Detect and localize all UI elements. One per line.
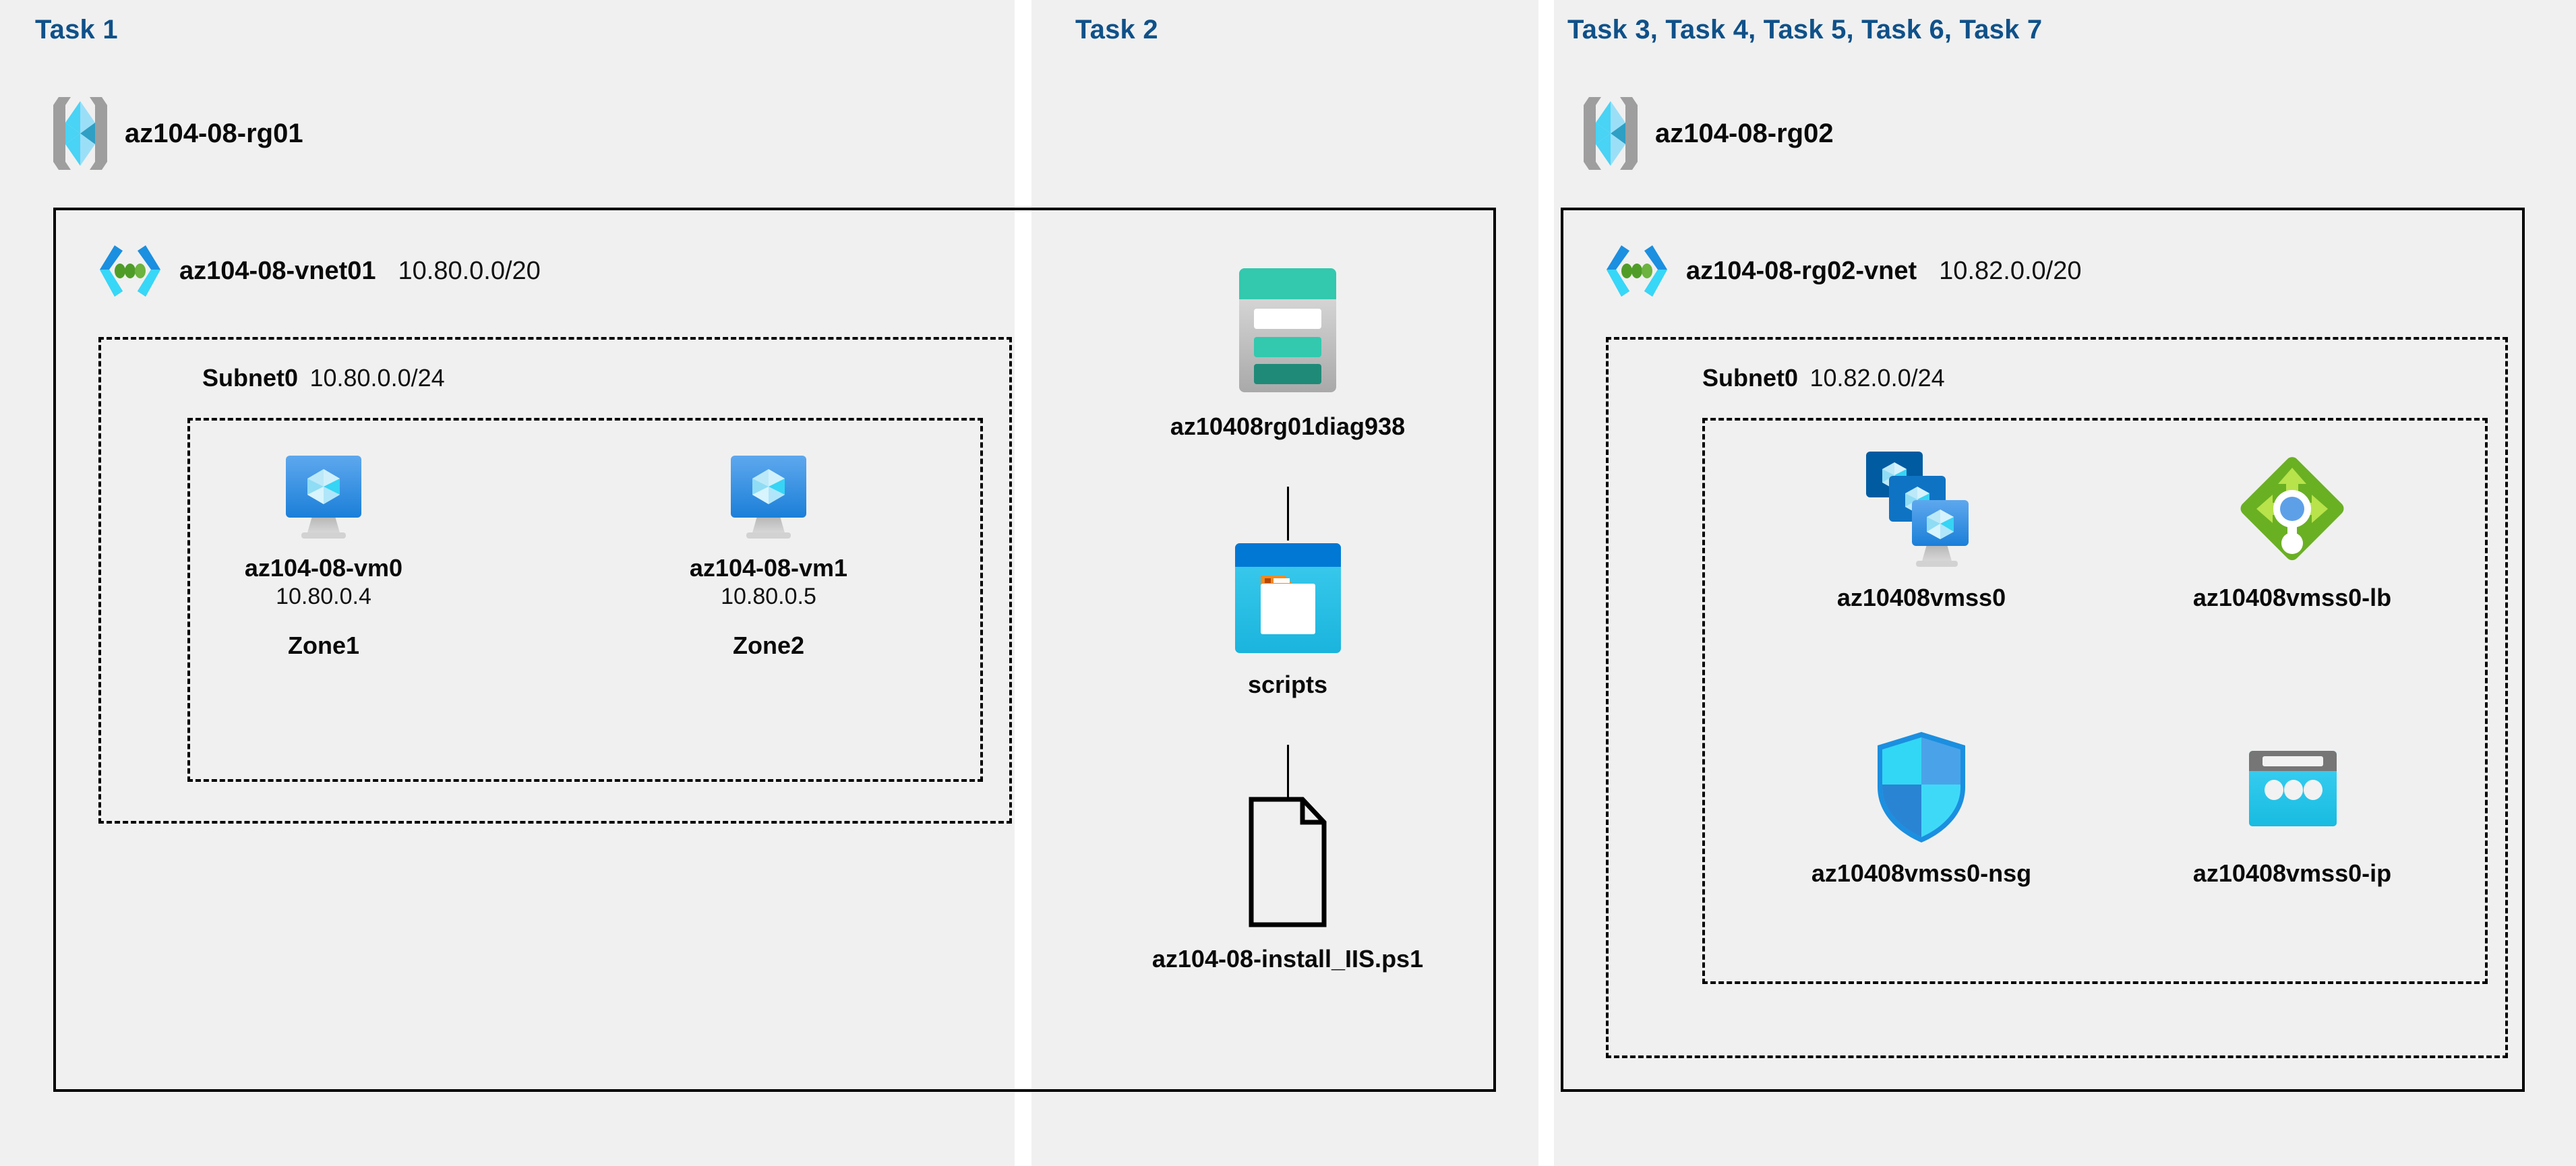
task1-vnet-cidr: 10.80.0.0/20 [398, 256, 541, 285]
task1-subnet-cidr: 10.80.0.0/24 [309, 364, 445, 392]
vm-node-1-ip: 10.80.0.5 [721, 584, 816, 610]
vm-node-1-name: az104-08-vm1 [689, 554, 848, 582]
task3-subnet-header: Subnet0 10.82.0.0/24 [1702, 364, 1945, 392]
storage-account-icon [1085, 263, 1490, 398]
nsg-node-name: az10408vmss0-nsg [1811, 859, 2032, 887]
load-balancer-node[interactable]: az10408vmss0-lb [2144, 445, 2440, 612]
blob-container-icon [1085, 539, 1490, 657]
vm-node-1-zone: Zone2 [732, 631, 804, 659]
task3-subnet-box [1606, 337, 2508, 1058]
resource-group-icon [51, 94, 110, 173]
task1-subnet-name: Subnet0 [202, 364, 299, 392]
task3-subnet-name: Subnet0 [1702, 364, 1799, 392]
load-balancer-icon [2144, 445, 2440, 573]
public-ip-node[interactable]: az10408vmss0-ip [2144, 728, 2440, 888]
vm-node-0-ip: 10.80.0.4 [276, 584, 371, 610]
task2-label: Task 2 [1075, 15, 1158, 44]
task3-vnet-name: az104-08-rg02-vnet [1686, 256, 1917, 285]
connector-container-to-file [1287, 745, 1289, 797]
task1-vnet-box [53, 208, 1496, 1092]
task3-resource-group: az104-08-rg02 [1581, 94, 1834, 173]
vm-node-1[interactable]: az104-08-vm1 10.80.0.5 Zone2 [674, 453, 863, 660]
vmss-node[interactable]: az10408vmss0 [1773, 445, 2070, 612]
storage-account-node[interactable]: az10408rg01diag938 [1085, 263, 1490, 441]
task3-vnet-box [1561, 208, 2525, 1092]
blob-container-node[interactable]: scripts [1085, 539, 1490, 699]
task1-vnet: az104-08-vnet01 10.80.0.0/20 [94, 243, 541, 299]
script-file-node[interactable]: az104-08-install_IIS.ps1 [1085, 795, 1490, 973]
virtual-network-icon [94, 243, 166, 299]
task1-zone-box [187, 418, 983, 782]
task3-inner-box [1702, 418, 2488, 984]
vm-node-0-name: az104-08-vm0 [244, 554, 403, 582]
task3-vnet: az104-08-rg02-vnet 10.82.0.0/20 [1601, 243, 2081, 299]
public-ip-name: az10408vmss0-ip [2192, 859, 2392, 887]
task3-subnet-cidr: 10.82.0.0/24 [1809, 364, 1945, 392]
network-security-group-icon [1773, 728, 2070, 846]
vm-scale-set-icon [1773, 445, 2070, 573]
task1-resource-group-name: az104-08-rg01 [125, 118, 303, 148]
task1-subnet-header: Subnet0 10.80.0.0/24 [202, 364, 445, 392]
virtual-machine-icon [674, 453, 863, 542]
resource-group-icon [1581, 94, 1640, 173]
task3-label: Task 3, Task 4, Task 5, Task 6, Task 7 [1567, 15, 2043, 44]
task1-vnet-name: az104-08-vnet01 [179, 256, 376, 285]
load-balancer-name: az10408vmss0-lb [2192, 584, 2392, 611]
storage-account-name: az10408rg01diag938 [1170, 412, 1406, 440]
virtual-machine-icon [229, 453, 418, 542]
task1-subnet-box [98, 337, 1012, 824]
script-file-name: az104-08-install_IIS.ps1 [1151, 945, 1424, 973]
panel-task1-background [0, 0, 1015, 1166]
task1-label: Task 1 [35, 15, 118, 44]
nsg-node[interactable]: az10408vmss0-nsg [1773, 728, 2070, 888]
task1-resource-group: az104-08-rg01 [51, 94, 303, 173]
vm-node-0[interactable]: az104-08-vm0 10.80.0.4 Zone1 [229, 453, 418, 660]
vmss-node-name: az10408vmss0 [1836, 584, 2006, 611]
task3-vnet-cidr: 10.82.0.0/20 [1939, 256, 2082, 285]
blob-container-name: scripts [1247, 671, 1328, 698]
virtual-network-icon [1601, 243, 1673, 299]
task3-resource-group-name: az104-08-rg02 [1655, 118, 1834, 148]
panel-task3-background [1554, 0, 2576, 1166]
public-ip-address-icon [2144, 728, 2440, 846]
vm-node-0-zone: Zone1 [287, 631, 359, 659]
file-icon [1085, 795, 1490, 930]
connector-storage-to-container [1287, 487, 1289, 541]
